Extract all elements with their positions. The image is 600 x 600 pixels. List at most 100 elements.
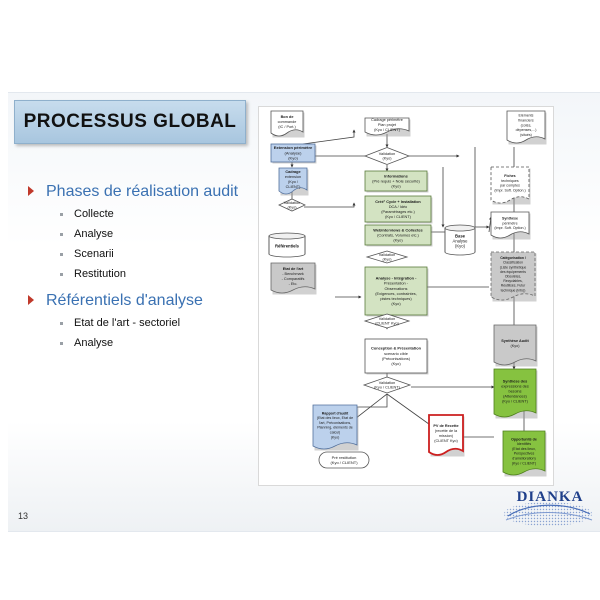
flow-node-text: Présentation - xyxy=(384,281,409,286)
flow-node-synthese-perimetre xyxy=(490,211,531,240)
flow-node-text: Validation xyxy=(379,152,395,156)
square-bullet-icon xyxy=(60,322,63,325)
outline-item: Analyse xyxy=(26,227,256,241)
flow-node-text: techniques xyxy=(501,179,519,183)
flow-node-base-analyse xyxy=(444,224,476,256)
outline-item: Scenarii xyxy=(26,247,256,261)
flow-node-text: (Etat des lieux, xyxy=(512,447,536,451)
flow-node-text: Analyse - Intégration - xyxy=(376,276,418,281)
flow-node-text: mission) xyxy=(439,434,454,438)
flow-node-text: Synthèse Audit xyxy=(501,339,529,343)
flow-node-pv-recette xyxy=(428,414,465,457)
flow-node-text: l'art, Préconisations, xyxy=(319,421,351,425)
flow-node-text: (CLIENT Kyo) xyxy=(434,439,458,443)
flow-node-text: Cadrage xyxy=(285,170,300,174)
flow-node-text: (Contrats, Volumes etc.) xyxy=(377,232,419,237)
flow-node-text: financiers xyxy=(518,118,534,122)
flow-node-text: (Kyo) xyxy=(391,301,401,306)
flow-decision-validation-2 xyxy=(278,198,306,212)
flow-node-text: Recyclables, xyxy=(503,279,522,283)
outline-item-text: Collecte xyxy=(74,208,114,220)
flow-node-referentiels xyxy=(268,232,306,258)
flow-node-text: Créé° Cycle + Installation xyxy=(375,200,421,204)
flow-node-text: Opportunité de xyxy=(511,437,537,441)
outline-item: Analyse xyxy=(26,336,256,350)
flow-node-text: Réutilisés, Futur xyxy=(501,284,526,288)
flow-node-text: Perspectives xyxy=(514,452,535,456)
flow-node-text: WebInterviews & Collectes xyxy=(373,227,422,232)
flow-decision-validation-5 xyxy=(362,376,412,394)
flow-node-informations xyxy=(364,170,429,193)
flow-node-text: Validation xyxy=(379,381,395,385)
flow-node-text: Synthèse des xyxy=(503,379,527,383)
flow-decision-validation-1 xyxy=(363,147,411,165)
outline-item-text: Analyse xyxy=(74,337,114,349)
flow-node-text: expressions des xyxy=(501,384,529,388)
flow-node-text: (Kyo) xyxy=(393,237,403,242)
slide-title: PROCESSUS GLOBAL xyxy=(23,111,237,132)
flow-decision-validation-3 xyxy=(365,250,409,264)
flow-node-text: scenario cible xyxy=(384,351,408,356)
flow-node-extension-perimetre xyxy=(270,143,317,164)
flow-node-text: - Etc. xyxy=(289,282,298,286)
dianka-logo-graphic: DIANKA xyxy=(504,489,593,526)
flow-node-text: (Kyo) xyxy=(391,183,401,188)
flow-node-text: Etat de l'art xyxy=(283,267,304,271)
flow-node-analyse-integration xyxy=(364,266,429,317)
flow-node-text: périmètre xyxy=(502,221,517,225)
flow-node-rapport-audit xyxy=(312,404,359,451)
flow-node-text: (Attendances) xyxy=(503,394,527,398)
flow-node-text: Validation xyxy=(284,201,300,205)
flow-node-opportunite xyxy=(502,430,547,477)
flow-node-text: (recette de la xyxy=(435,429,458,433)
red-arrow-bullet-icon xyxy=(28,295,34,305)
flow-connector xyxy=(474,147,490,229)
flow-connector xyxy=(304,202,356,208)
flow-node-text: (Kyo / CLIENT) xyxy=(502,399,528,403)
flow-node-text: Classification xyxy=(503,261,523,265)
flow-node-text: (Pré requis + Note sécurité) xyxy=(372,178,420,183)
outline-heading-text: Référentiels d'analyse xyxy=(46,292,203,309)
flow-node-text: besoins xyxy=(508,389,521,393)
flow-node-text: - Benchmark xyxy=(282,272,304,276)
outline-item: Restitution xyxy=(26,267,256,281)
flow-node-text: (Kyo) xyxy=(510,344,520,348)
flow-node-text: Cadrage périmètre xyxy=(371,118,403,122)
flow-node-text: dépenses,...) xyxy=(516,128,537,132)
flow-node-bon-commande xyxy=(270,110,305,138)
flow-node-text: Référentiels xyxy=(275,243,300,248)
dianka-logo: DIANKA xyxy=(500,484,596,530)
outline-item: Collecte xyxy=(26,207,256,221)
flow-decision-validation-4 xyxy=(363,313,411,329)
flow-node-text: Planning, éléments de xyxy=(317,426,353,430)
outline-item-text: Analyse xyxy=(74,228,114,240)
outline-heading-text: Phases de réalisation audit xyxy=(46,183,239,200)
flow-node-text: Eléments xyxy=(519,114,534,118)
flow-node-text: commande xyxy=(278,120,297,124)
flow-node-text: par comptes xyxy=(500,184,520,188)
flow-node-text: (Kyo) xyxy=(382,258,392,262)
flow-node-text: (Exigences, contraintes, xyxy=(375,291,417,296)
flow-node-text: Conception & Présentation xyxy=(371,346,422,351)
bullet-outline: Phases de réalisation audit Collecte Ana… xyxy=(26,182,256,356)
flow-node-text: Fiches xyxy=(504,174,515,178)
flow-node-text: Identifiés xyxy=(517,442,532,446)
flow-node-text: (Kyo / xyxy=(288,180,299,184)
flow-node-text: (Analyse) xyxy=(285,150,303,155)
flow-node-conception xyxy=(364,338,429,375)
flow-node-text: CLIENT) xyxy=(286,185,302,189)
flow-node-text: Plan projet xyxy=(378,123,397,127)
red-arrow-bullet-icon xyxy=(28,186,34,196)
connector-cmd xyxy=(302,129,356,145)
flow-node-text: (Kyo) xyxy=(455,243,466,248)
flow-node-synthese-expressions xyxy=(493,368,538,419)
flow-node-text: (Préconisations) xyxy=(382,356,411,361)
square-bullet-icon xyxy=(60,253,63,256)
flow-node-text: (Kyo) xyxy=(331,435,340,439)
flow-node-text: (Liste synthétique xyxy=(500,265,527,269)
square-bullet-icon xyxy=(60,273,63,276)
flow-connector xyxy=(350,394,388,409)
flow-node-text: Informations xyxy=(384,173,408,178)
flow-node-text: technique (Info)) xyxy=(501,288,526,292)
